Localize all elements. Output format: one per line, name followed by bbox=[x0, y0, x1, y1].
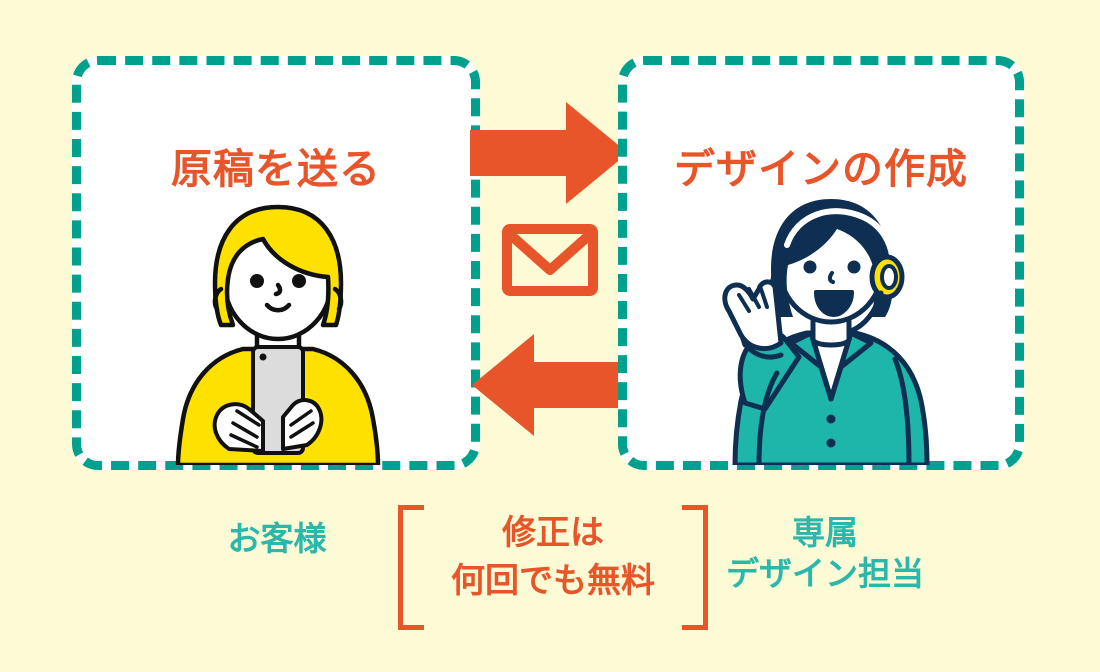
arrow-right-icon bbox=[470, 102, 628, 204]
envelope-icon bbox=[502, 224, 598, 296]
free-revision-note: 修正は 何回でも無料 bbox=[398, 505, 708, 630]
arrow-left-container bbox=[470, 332, 630, 443]
arrow-left-icon bbox=[472, 334, 630, 436]
caption-designer-line1: 専属 bbox=[792, 514, 858, 551]
designer-woman-illustration bbox=[722, 199, 930, 465]
caption-designer-line2: デザイン担当 bbox=[726, 555, 924, 593]
note-line1: 修正は bbox=[502, 514, 604, 552]
caption-customer: お客様 bbox=[227, 520, 327, 557]
free-revision-note-text: 修正は 何回でも無料 bbox=[424, 509, 682, 606]
panel-create-design: デザインの作成 bbox=[618, 56, 1024, 470]
note-line2: 何回でも無料 bbox=[451, 562, 655, 601]
bracket-right-icon bbox=[682, 505, 708, 630]
flow-center-column bbox=[470, 56, 630, 470]
caption-designer: 専属 デザイン担当 bbox=[700, 512, 950, 595]
envelope-container bbox=[470, 224, 630, 301]
bracket-left-icon bbox=[398, 505, 424, 630]
customer-woman-illustration bbox=[175, 204, 381, 465]
panel-title-create-design: デザインの作成 bbox=[674, 146, 968, 192]
panel-send-manuscript: 原稿を送る bbox=[72, 56, 480, 470]
panel-title-send-manuscript: 原稿を送る bbox=[171, 146, 381, 192]
arrow-right-container bbox=[470, 100, 630, 211]
